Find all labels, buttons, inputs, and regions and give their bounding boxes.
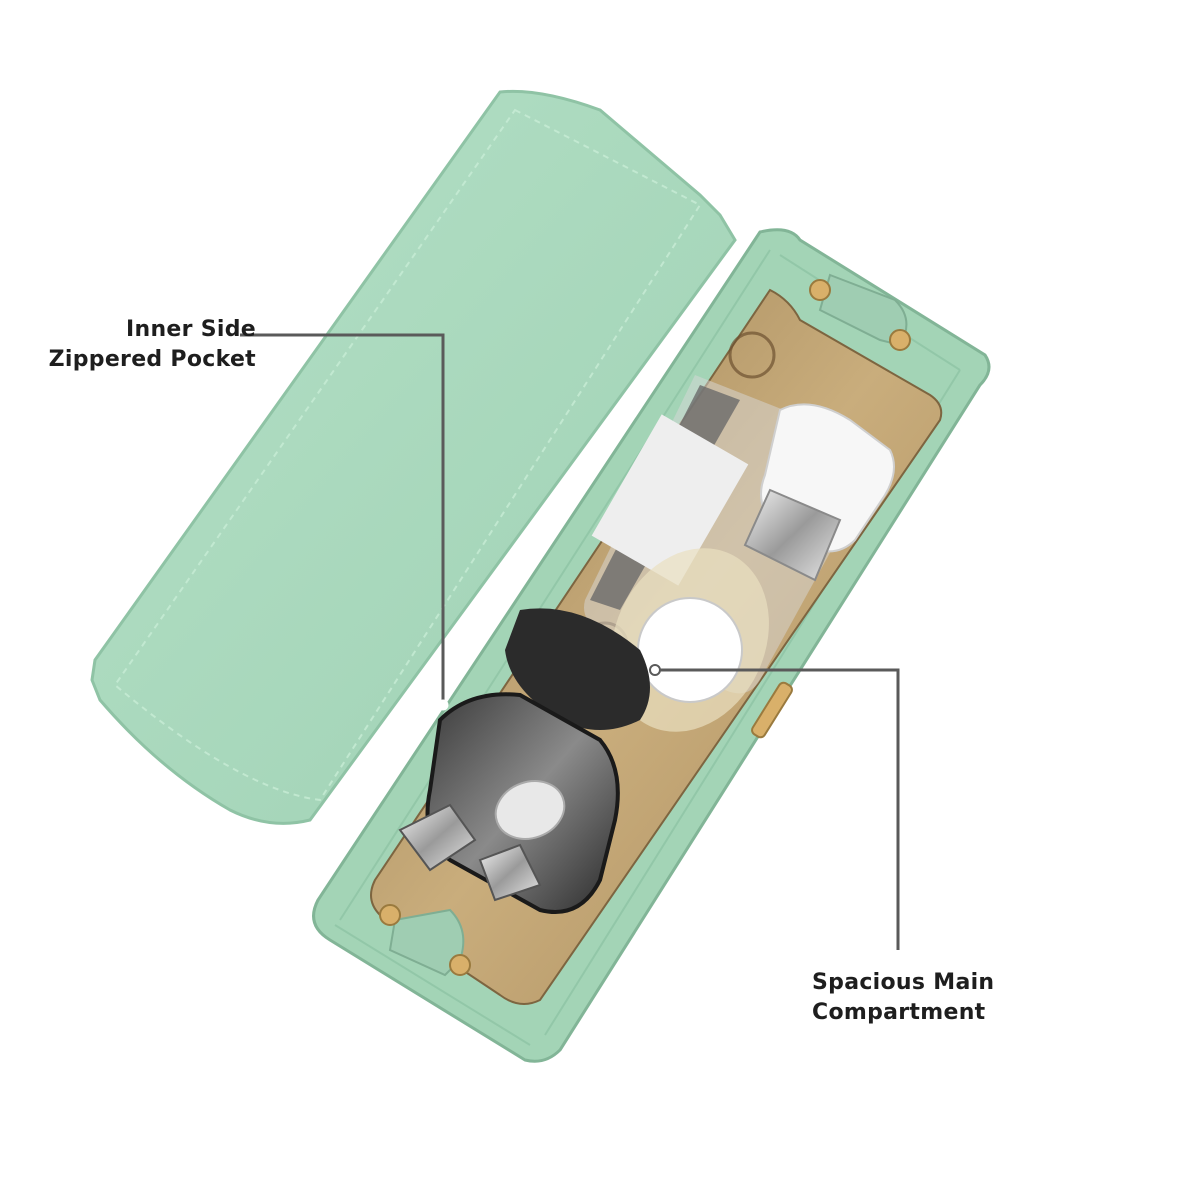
callout-inner-pocket-line1: Inner Side xyxy=(126,317,256,342)
callout-main-compartment-dot xyxy=(649,664,661,676)
callout-inner-pocket-dot xyxy=(437,699,449,711)
strap-loop-top xyxy=(809,273,911,351)
bag-flap xyxy=(90,89,737,825)
callout-inner-pocket-label: Inner Side Zippered Pocket xyxy=(49,315,256,375)
callout-inner-pocket-line xyxy=(240,333,445,705)
callout-main-compartment-line2: Compartment xyxy=(812,1000,986,1025)
strap-loop-bottom xyxy=(379,904,471,977)
sunglasses xyxy=(398,608,650,914)
callout-inner-pocket-line2: Zippered Pocket xyxy=(48,347,256,372)
callout-main-compartment-line xyxy=(655,668,900,950)
perfume-vial xyxy=(611,548,769,732)
callout-main-compartment-label: Spacious Main Compartment xyxy=(812,968,994,1028)
sunglasses-hinge xyxy=(398,803,542,902)
clasp-hardware xyxy=(751,681,793,739)
callout-main-compartment-line1: Spacious Main xyxy=(812,970,995,995)
